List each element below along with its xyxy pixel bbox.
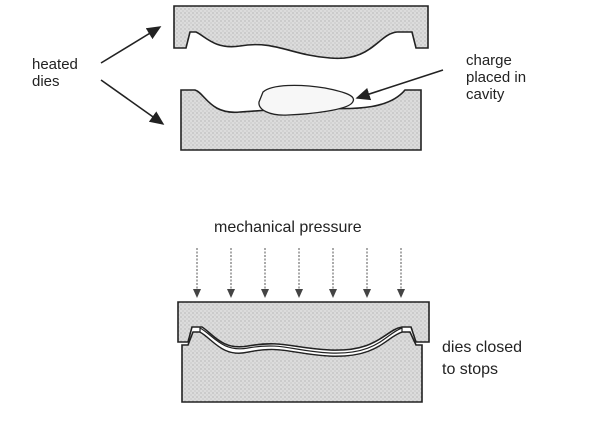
molded-part [199,327,403,357]
pressure-arrow-head [193,289,201,298]
pressure-arrow-head [295,289,303,298]
arrow-to-upper-die [100,26,162,64]
pressure-arrow-head [329,289,337,298]
charge-line-2: placed in [466,69,527,86]
pressure-arrow-head [363,289,371,298]
arrow-to-charge [355,69,444,101]
mechanical-pressure-label: mechanical pressure [214,219,362,236]
dies-closed-line-2: to stops [442,361,499,378]
dies-closed-line-1: dies closed [442,339,523,356]
charge-line-3: cavity [466,86,505,103]
charge-label: charge placed in cavity [466,52,526,103]
pressure-arrow-head [261,289,269,298]
closed-upper-die [177,301,430,351]
charge [258,84,355,116]
pressure-arrows [193,248,405,298]
heated-dies-line-1: heated [32,56,78,73]
arrow-to-lower-die [100,79,165,125]
charge-line-1: charge [466,52,512,69]
upper-die [173,5,429,60]
pressure-arrow-head [397,289,405,298]
pressure-arrow-head [227,289,235,298]
dies-closed-label: dies closed to stops [442,337,522,381]
heated-dies-line-2: dies [32,73,60,90]
heated-dies-label: heated dies [32,56,78,90]
